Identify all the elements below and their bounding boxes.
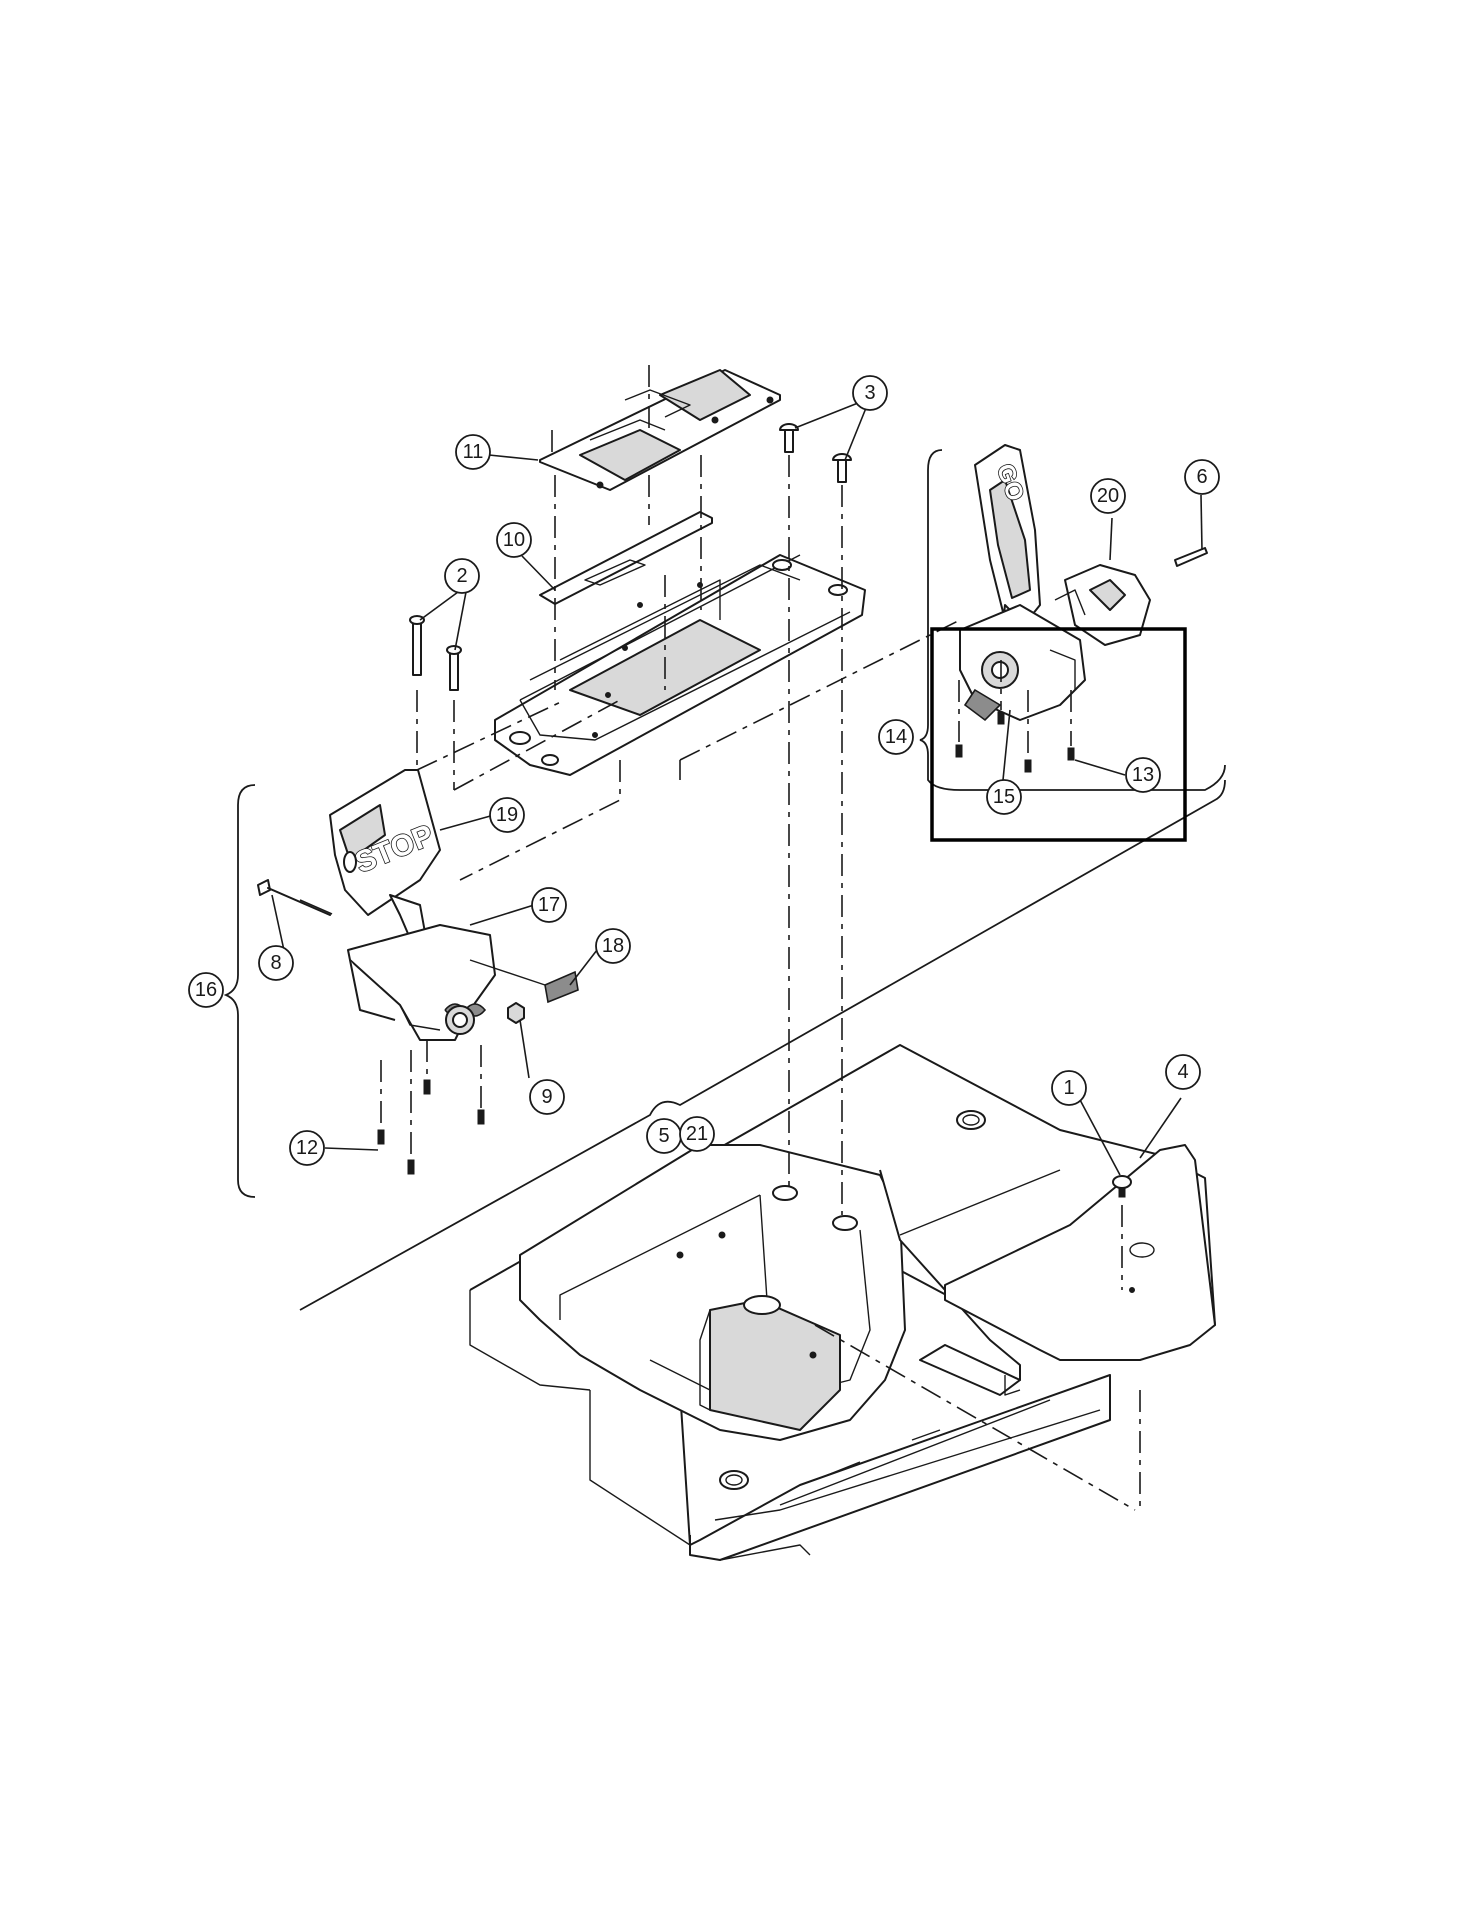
callout-9[interactable]: 9 xyxy=(529,1079,565,1115)
cover-plate-11 xyxy=(539,369,781,491)
callout-14[interactable]: 14 xyxy=(878,719,914,755)
svg-text:3: 3 xyxy=(864,382,875,404)
callout-12[interactable]: 12 xyxy=(289,1130,325,1166)
callout-2[interactable]: 2 xyxy=(444,558,480,594)
svg-text:20: 20 xyxy=(1097,485,1119,507)
leader-lines xyxy=(271,402,1203,1176)
svg-text:14: 14 xyxy=(885,726,907,748)
brace-14 xyxy=(919,449,1226,791)
callout-17[interactable]: 17 xyxy=(531,887,567,923)
svg-text:8: 8 xyxy=(270,952,281,974)
svg-text:19: 19 xyxy=(496,804,518,826)
svg-text:5: 5 xyxy=(658,1125,669,1147)
braces xyxy=(223,449,1226,1311)
callout-15[interactable]: 15 xyxy=(986,779,1022,815)
highlight-box xyxy=(930,627,1187,842)
callout-11[interactable]: 11 xyxy=(455,434,491,470)
callout-10[interactable]: 10 xyxy=(496,522,532,558)
svg-text:12: 12 xyxy=(296,1137,318,1159)
callout-3[interactable]: 3 xyxy=(852,375,888,411)
go-pedal-assembly: GO xyxy=(959,444,1151,722)
svg-text:2: 2 xyxy=(456,565,467,587)
svg-text:10: 10 xyxy=(503,529,525,551)
svg-text:4: 4 xyxy=(1177,1061,1188,1083)
svg-text:18: 18 xyxy=(602,935,624,957)
svg-text:16: 16 xyxy=(195,979,217,1001)
callout-8[interactable]: 8 xyxy=(258,945,294,981)
callout-5[interactable]: 5 xyxy=(646,1118,682,1154)
callout-4[interactable]: 4 xyxy=(1165,1054,1201,1090)
callout-18[interactable]: 18 xyxy=(595,928,631,964)
pedal-mount-bracket xyxy=(494,554,866,776)
callout-19[interactable]: 19 xyxy=(489,797,525,833)
svg-text:9: 9 xyxy=(541,1086,552,1108)
floor-pan xyxy=(469,1044,1216,1561)
callout-16[interactable]: 16 xyxy=(188,972,224,1008)
svg-text:15: 15 xyxy=(993,786,1015,808)
callout-1[interactable]: 1 xyxy=(1051,1070,1087,1106)
svg-text:1: 1 xyxy=(1063,1077,1074,1099)
svg-text:6: 6 xyxy=(1196,466,1207,488)
callout-21[interactable]: 21 xyxy=(679,1116,715,1152)
assembly-lines xyxy=(380,365,1141,1511)
callout-20[interactable]: 20 xyxy=(1090,478,1126,514)
callout-6[interactable]: 6 xyxy=(1184,459,1220,495)
brace-5-21 xyxy=(299,779,1226,1311)
brace-16 xyxy=(223,784,256,1198)
svg-text:21: 21 xyxy=(686,1123,708,1145)
svg-text:11: 11 xyxy=(463,441,484,463)
gasket-10 xyxy=(539,511,713,605)
stop-pedal-assembly: STOP xyxy=(257,769,579,1041)
svg-text:17: 17 xyxy=(538,894,560,916)
go-pedal-label: GO xyxy=(991,460,1029,504)
svg-text:13: 13 xyxy=(1132,764,1154,786)
callout-13[interactable]: 13 xyxy=(1125,757,1161,793)
